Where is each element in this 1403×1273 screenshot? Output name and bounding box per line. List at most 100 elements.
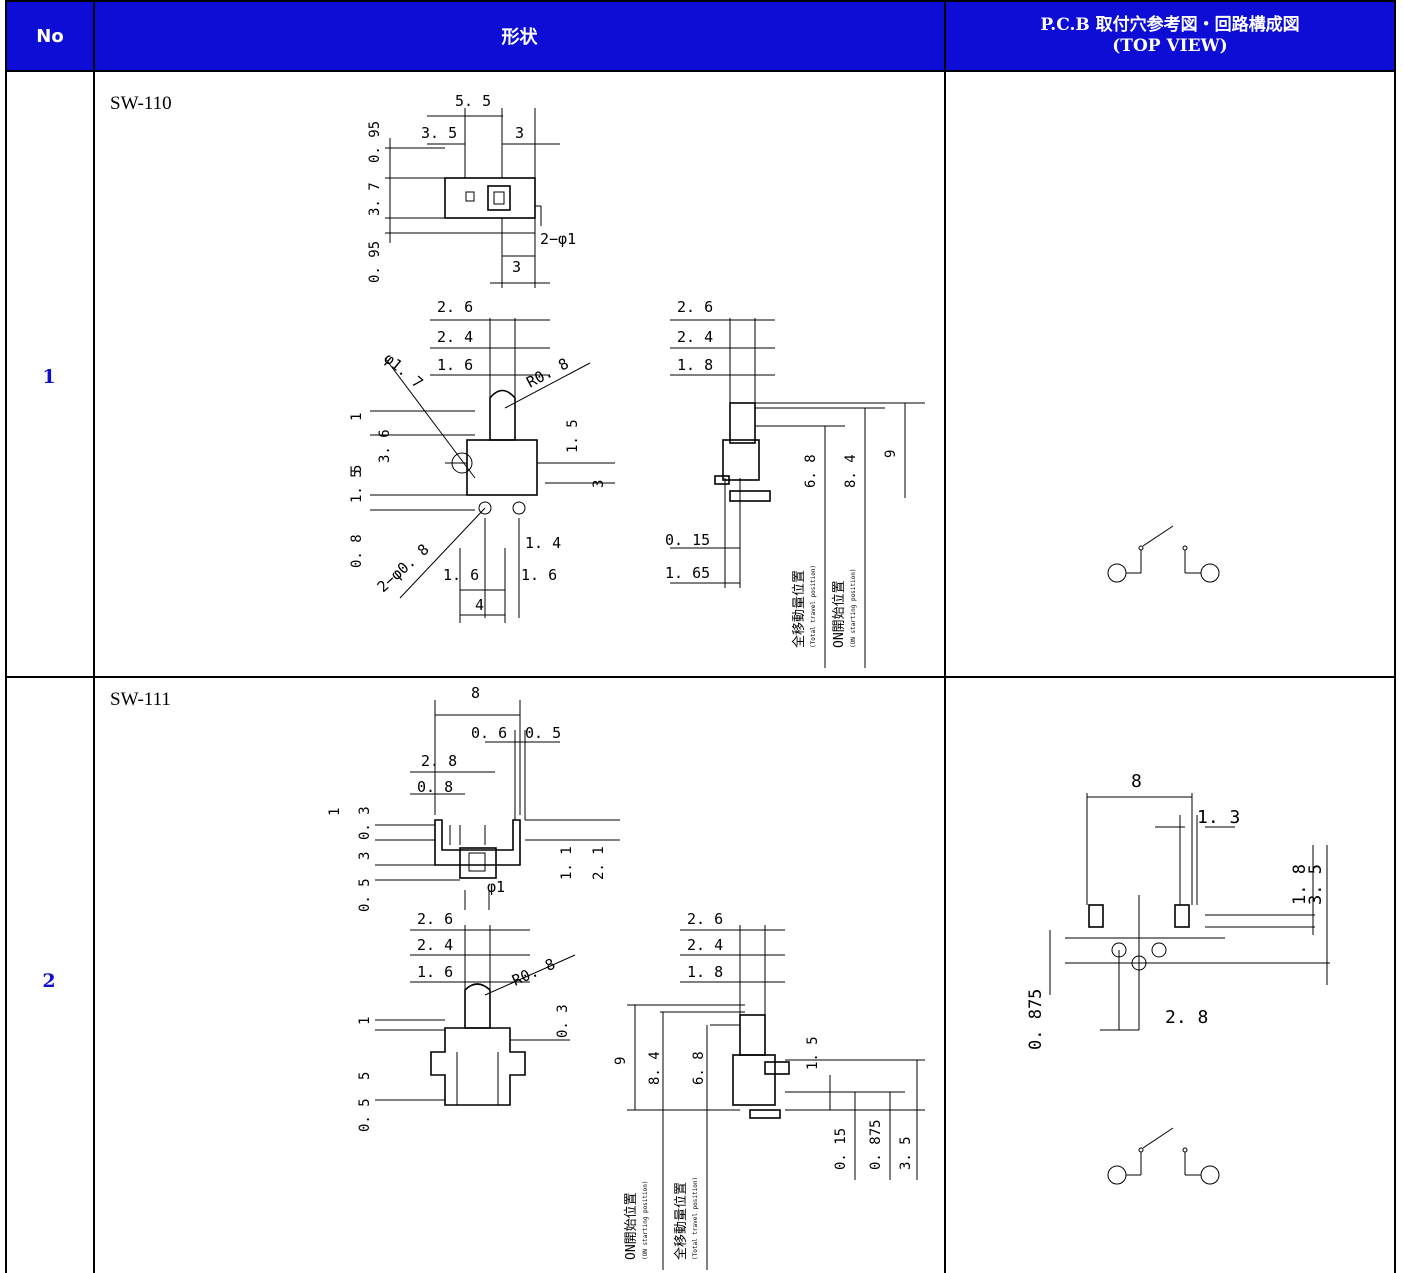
column-divider-2 xyxy=(944,0,946,1273)
dim-label: 3 xyxy=(515,124,524,142)
dim-label: 5. 5 xyxy=(455,92,491,110)
dim-label: 2. 4 xyxy=(437,328,473,346)
dim-label: 2. 4 xyxy=(417,936,453,954)
dim-label: 0. 3 xyxy=(555,1004,571,1038)
header-no-label: No xyxy=(36,25,64,47)
travel-position-sublabel: (Total travel position) xyxy=(692,1177,699,1260)
dim-label: φ1 xyxy=(487,878,505,896)
spec-table: No 形状 P.C.B 取付穴参考図・回路構成図 (TOP VIEW) 1 2 … xyxy=(5,0,1396,1273)
front-view: 2. 6 2. 4 1. 6 R0. 8 φ1. 7 1 3. 6 5 1. 5… xyxy=(349,298,615,623)
dim-label: 8 xyxy=(1131,771,1142,792)
on-position-label: ON開始位置 xyxy=(624,1192,639,1260)
dim-label: 2. 8 xyxy=(421,752,457,770)
dim-label: 2−φ0. 8 xyxy=(374,540,433,596)
dim-label: 3. 7 xyxy=(367,182,383,216)
dim-label: 1. 6 xyxy=(417,963,453,981)
dim-label: 0. 8 xyxy=(349,534,365,568)
header-pcb-subtitle: (TOP VIEW) xyxy=(1112,36,1228,56)
dim-label: 2. 6 xyxy=(687,910,723,928)
dim-label: 1 xyxy=(357,1017,373,1025)
header-no: No xyxy=(7,2,93,70)
dim-label: 1 xyxy=(349,413,365,421)
dim-label: 3 xyxy=(512,258,521,276)
side-view: 2. 6 2. 4 1. 8 6. 8 8. 4 9 0. 15 1. 65 全… xyxy=(665,298,925,668)
dim-label: 0. 15 xyxy=(833,1128,849,1170)
dim-label: 4 xyxy=(475,596,484,614)
dim-label: 1. 5 xyxy=(565,419,581,453)
dim-label: 1. 4 xyxy=(525,534,561,552)
dim-label: 0. 5 xyxy=(357,878,373,912)
dim-label: R0. 8 xyxy=(509,955,558,990)
header-shape: 形状 xyxy=(95,2,944,70)
circuit-symbol xyxy=(1107,1127,1220,1185)
top-view: 8 0. 6 0. 5 2. 8 0. 8 1 0. 3 3 0. 5 φ1 1… xyxy=(327,684,620,912)
dim-label: 2. 1 xyxy=(591,846,607,880)
dim-label: 1. 8 xyxy=(677,356,713,374)
travel-position-sublabel: (Total travel position) xyxy=(810,565,817,648)
dim-label: 3. 5 xyxy=(421,124,457,142)
dim-label: 0. 6 xyxy=(471,724,507,742)
pcb-hole-diagram: 8 1. 3 1. 8 3. 5 0. 875 2. 8 xyxy=(1026,771,1330,1050)
dim-label: 2. 8 xyxy=(1165,1007,1208,1028)
dim-label: 8. 4 xyxy=(647,1051,663,1085)
on-position-sublabel: (ON starting position) xyxy=(850,569,857,648)
travel-position-label: 全移動量位置 xyxy=(791,570,807,648)
table-border-right xyxy=(1394,0,1396,1273)
dim-label: 1. 6 xyxy=(443,566,479,584)
header-pcb: P.C.B 取付穴参考図・回路構成図 (TOP VIEW) xyxy=(946,2,1394,70)
dim-label: 9 xyxy=(883,450,899,458)
dim-label: 6. 8 xyxy=(803,454,819,488)
on-position-sublabel: (ON starting position) xyxy=(642,1181,649,1260)
dim-label: 3. 6 xyxy=(377,429,393,463)
on-position-label: ON開始位置 xyxy=(832,580,847,648)
dim-label: φ1. 7 xyxy=(380,349,426,392)
side-view: 2. 6 2. 4 1. 8 9 8. 4 6. 8 1. 5 0. 15 0.… xyxy=(613,910,925,1270)
dim-label: 2−φ1 xyxy=(540,230,576,248)
dim-label: 0. 3 xyxy=(357,806,373,840)
dim-label: 3. 5 xyxy=(1306,864,1326,905)
circuit-symbol xyxy=(1107,525,1220,583)
row-divider xyxy=(5,676,1396,678)
dim-label: 0. 875 xyxy=(1026,989,1046,1050)
dim-label: 1. 6 xyxy=(437,356,473,374)
dim-label: 2. 6 xyxy=(677,298,713,316)
dim-label: 2. 6 xyxy=(417,910,453,928)
dim-label: 0. 15 xyxy=(665,531,710,549)
dim-label: 8 xyxy=(471,684,480,702)
header-pcb-title: P.C.B 取付穴参考図・回路構成図 xyxy=(1040,15,1300,35)
dim-label: 5 xyxy=(349,465,365,473)
dim-label: 0. 95 xyxy=(367,241,383,283)
dim-label: 3. 5 xyxy=(898,1136,914,1170)
header-divider xyxy=(5,70,1396,72)
dim-label: 1. 5 xyxy=(805,1036,821,1070)
sw111-drawing: 8 0. 6 0. 5 2. 8 0. 8 1 0. 3 3 0. 5 φ1 1… xyxy=(327,684,925,1270)
column-divider-1 xyxy=(93,0,95,1273)
top-view: 5. 5 3. 5 3 0. 95 3. 7 0. 95 2−φ1 3 xyxy=(367,92,576,288)
dim-label: 1. 65 xyxy=(665,564,710,582)
table-border-left xyxy=(5,0,7,1273)
dim-label: 2. 4 xyxy=(687,936,723,954)
dim-label: 0. 5 xyxy=(525,724,561,742)
header-shape-label: 形状 xyxy=(501,27,538,48)
model-name: SW-111 xyxy=(110,689,171,710)
dim-label: 1 xyxy=(327,808,343,816)
dim-label: 1. 5 xyxy=(349,469,365,503)
sw110-drawing: 5. 5 3. 5 3 0. 95 3. 7 0. 95 2−φ1 3 2. xyxy=(349,92,925,668)
dim-label: 1. 3 xyxy=(1197,807,1240,828)
dim-label: 0. 95 xyxy=(367,121,383,163)
row-number: 2 xyxy=(42,970,56,992)
dim-label: 9 xyxy=(613,1057,629,1065)
dim-label: 3 xyxy=(591,480,607,488)
dim-label: 2. 4 xyxy=(677,328,713,346)
dim-label: 0. 5 xyxy=(357,1098,373,1132)
model-name: SW-110 xyxy=(110,93,172,114)
dim-label: 6. 8 xyxy=(691,1051,707,1085)
dim-label: 1. 6 xyxy=(521,566,557,584)
travel-position-label: 全移動量位置 xyxy=(673,1182,689,1260)
dim-label: 1. 1 xyxy=(559,846,575,880)
dim-label: 8. 4 xyxy=(843,454,859,488)
dim-label: 3 xyxy=(357,852,373,860)
row-number: 1 xyxy=(42,366,56,388)
dim-label: 1. 8 xyxy=(1290,864,1310,905)
dim-label: 5 xyxy=(357,1072,373,1080)
